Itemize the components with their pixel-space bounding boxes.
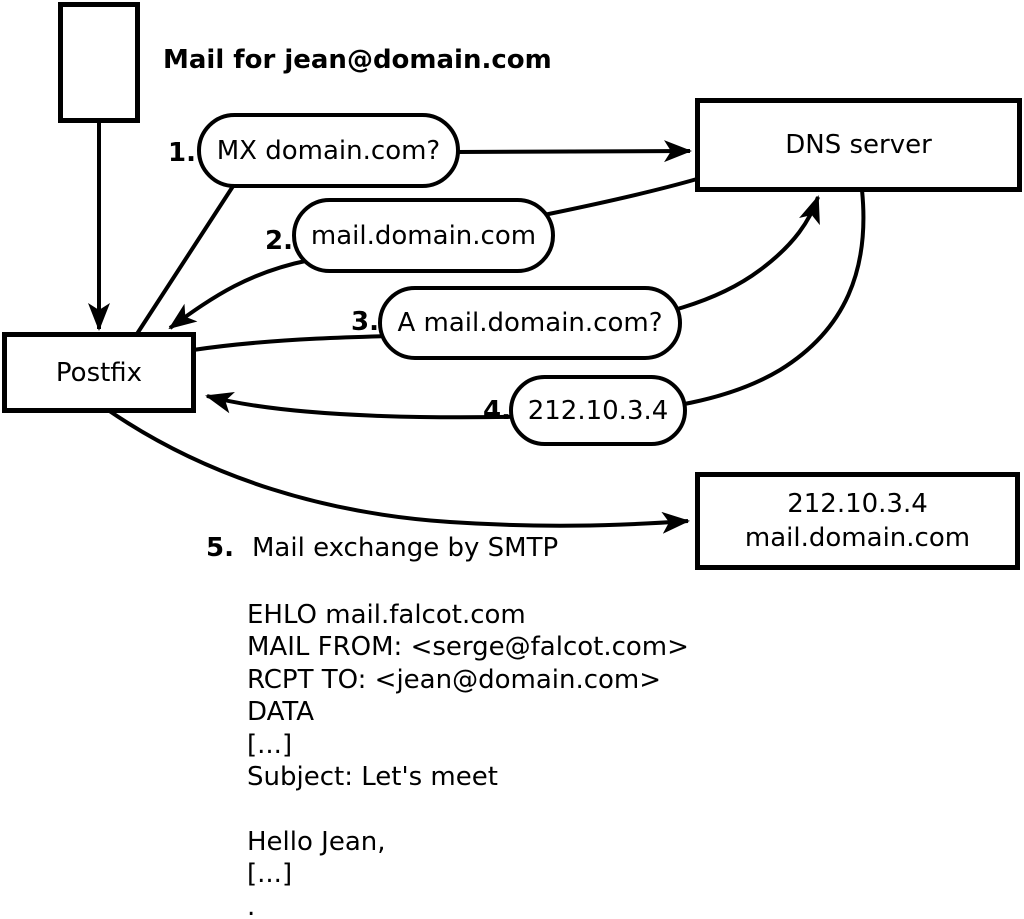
smtp-line: . [247,891,256,919]
smtp-line: [...] [247,859,293,890]
response-pill-ip-label: 212.10.3.4 [527,395,669,426]
smtp-line: DATA [247,697,314,728]
mail-server-node-label: 212.10.3.4 mail.domain.com [745,487,970,555]
smtp-line [247,793,689,825]
dns-server-node: DNS server [695,98,1022,192]
mail-server-ip: 212.10.3.4 [787,489,928,519]
smtp-line: Hello Jean, [247,826,386,857]
smtp-line: Subject: Let's meet [247,762,498,793]
step-number-2: 2. [265,226,293,256]
postfix-node-label: Postfix [55,357,143,388]
response-pill-ip: 212.10.3.4 [509,375,687,446]
mail-server-node: 212.10.3.4 mail.domain.com [695,472,1020,570]
step-5-label: Mail exchange by SMTP [252,533,559,563]
smtp-line: [...] [247,729,293,760]
step-number-5: 5. [206,533,234,563]
step-number-4: 4. [483,396,511,426]
smtp-session-block: EHLO mail.falcot.com MAIL FROM: <serge@f… [247,599,689,919]
smtp-line: MAIL FROM: <serge@falcot.com> [247,632,689,663]
smtp-line: EHLO mail.falcot.com [247,600,526,630]
query-pill-mx: MX domain.com? [197,113,460,188]
postfix-node: Postfix [2,332,196,413]
mail-for-label: Mail for jean@domain.com [163,45,552,75]
query-pill-a-record-label: A mail.domain.com? [397,308,663,338]
response-pill-mailhost: mail.domain.com [292,198,555,273]
response-pill-mailhost-label: mail.domain.com [310,220,537,251]
smtp-line: RCPT TO: <jean@domain.com> [247,664,662,695]
step-number-3: 3. [351,307,379,337]
arrow-smtp-exchange [106,408,690,534]
dns-server-node-label: DNS server [785,130,932,160]
mail-server-hostname: mail.domain.com [744,523,971,553]
query-pill-a-record: A mail.domain.com? [378,286,682,360]
step-number-1: 1. [168,138,196,168]
mail-document-box [58,2,140,123]
query-pill-mx-label: MX domain.com? [216,135,441,166]
